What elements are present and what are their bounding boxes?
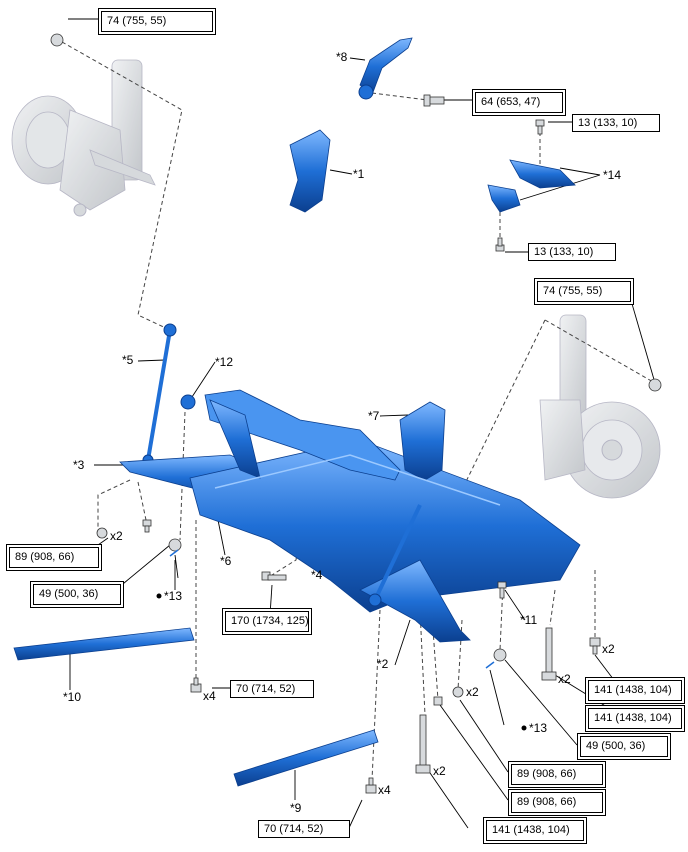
part-1-bracket <box>289 129 331 213</box>
bullet-dot <box>521 725 527 731</box>
clip-icon <box>169 549 179 557</box>
bolt-icon <box>433 696 443 706</box>
torque-spec-text: 74 (755, 55) <box>101 11 213 32</box>
part-label-14: *14 <box>603 168 622 182</box>
quantity-label: x4 <box>378 783 391 797</box>
part-label-10: *10 <box>63 690 82 704</box>
nut-icon <box>452 686 464 698</box>
torque-spec-box: 141 (1438, 104) <box>483 817 587 844</box>
nut-icon <box>50 33 64 47</box>
torque-spec-box: 13 (133, 10) <box>572 114 660 132</box>
torque-spec-box: 70 (714, 52) <box>258 820 350 838</box>
torque-spec-box: 13 (133, 10) <box>528 243 616 261</box>
part-label-9: *9 <box>290 801 302 815</box>
bolt-icon <box>261 571 287 581</box>
part-5-stabilizer-link <box>142 323 177 466</box>
torque-spec-text: 49 (500, 36) <box>33 584 121 605</box>
bolt-icon <box>423 94 445 107</box>
bolt-icon <box>365 777 377 794</box>
torque-spec-box: 74 (755, 55) <box>534 278 634 305</box>
part-label-7: *7 <box>368 409 380 423</box>
torque-spec-box: 49 (500, 36) <box>30 581 124 608</box>
bolt-icon <box>541 627 557 681</box>
nut-icon <box>648 378 662 392</box>
bolt-icon <box>142 519 152 533</box>
torque-spec-text: 64 (653, 47) <box>475 92 563 113</box>
nut-icon <box>493 648 507 662</box>
torque-spec-box: 49 (500, 36) <box>577 733 671 760</box>
bolt-icon <box>415 714 431 774</box>
torque-spec-text: 141 (1438, 104) <box>588 680 682 701</box>
quantity-label: x2 <box>602 642 615 656</box>
quantity-label: x2 <box>110 529 123 543</box>
quantity-label: x4 <box>203 689 216 703</box>
quantity-label: x2 <box>558 672 571 686</box>
torque-spec-text: 74 (755, 55) <box>537 281 631 302</box>
torque-spec-text: 49 (500, 36) <box>580 736 668 757</box>
bolt-icon <box>497 581 507 599</box>
torque-spec-box: 89 (908, 66) <box>508 761 606 788</box>
torque-spec-box: 141 (1438, 104) <box>585 705 685 732</box>
part-label-4: *4 <box>311 568 323 582</box>
clip-icons <box>169 549 495 669</box>
torque-spec-box: 89 (908, 66) <box>508 789 606 816</box>
part-label-13: *13 <box>529 721 548 735</box>
torque-spec-text: 141 (1438, 104) <box>486 820 584 841</box>
dashed-leaders <box>61 41 656 781</box>
bullet-dot <box>156 593 162 599</box>
part-label-12: *12 <box>215 355 234 369</box>
nut-icon <box>168 538 182 552</box>
nut-icon <box>96 527 108 539</box>
steering-knuckle-ghost-right <box>539 314 661 499</box>
torque-spec-box: 64 (653, 47) <box>472 89 566 116</box>
steering-knuckle-ghost-left <box>11 59 156 217</box>
part-label-6: *6 <box>220 554 232 568</box>
torque-spec-text: 170 (1734, 125) <box>225 611 309 632</box>
part-10-brace <box>13 627 195 661</box>
part-label-5: *5 <box>122 353 134 367</box>
bullet-dots <box>156 593 527 731</box>
front-suspension-crossmember-assembly <box>119 389 581 643</box>
quantity-label: x2 <box>433 764 446 778</box>
bolt-icon <box>535 119 545 135</box>
part-label-3: *3 <box>73 458 85 472</box>
torque-spec-box: 141 (1438, 104) <box>585 677 685 704</box>
part-label-1: *1 <box>353 167 365 181</box>
bolt-icon <box>495 237 505 252</box>
torque-spec-text: 141 (1438, 104) <box>588 708 682 729</box>
torque-spec-box: 70 (714, 52) <box>230 680 314 698</box>
part-label-13: *13 <box>164 589 183 603</box>
torque-spec-text: 89 (908, 66) <box>511 764 603 785</box>
clip-icon <box>485 661 495 669</box>
quantity-label: x2 <box>466 685 479 699</box>
torque-spec-box: 89 (908, 66) <box>6 544 102 571</box>
bolt-icon <box>190 677 202 693</box>
fasteners <box>50 33 662 794</box>
part-9-brace <box>233 729 379 787</box>
part-14-bracket <box>487 159 576 213</box>
torque-spec-box: 170 (1734, 125) <box>222 608 312 635</box>
part-label-2: *2 <box>377 657 389 671</box>
part-label-8: *8 <box>336 50 348 64</box>
torque-spec-text: 89 (908, 66) <box>511 792 603 813</box>
part-label-11: *11 <box>520 613 538 627</box>
bolt-icon <box>589 637 601 655</box>
torque-spec-box: 74 (755, 55) <box>98 8 216 35</box>
torque-spec-text: 89 (908, 66) <box>9 547 99 568</box>
part-8-steering-shaft <box>358 37 413 100</box>
